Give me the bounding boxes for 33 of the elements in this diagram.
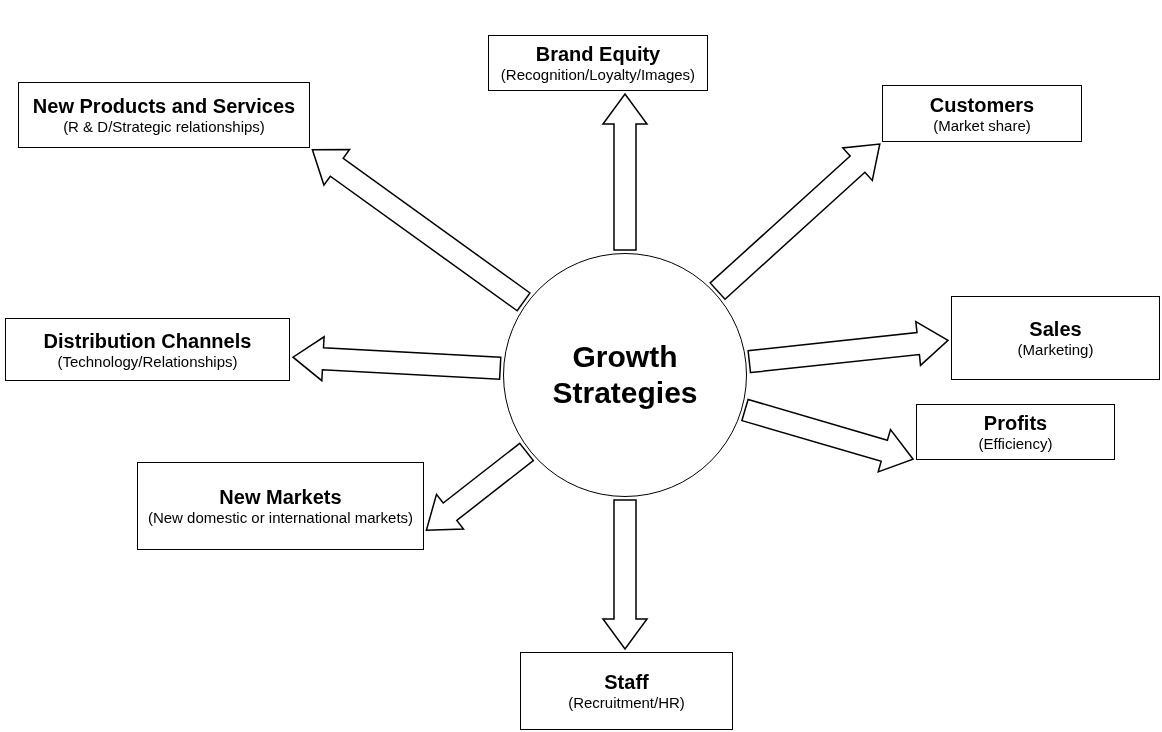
box-heading: Customers bbox=[929, 92, 1035, 117]
box-heading: Brand Equity bbox=[535, 42, 661, 66]
box-subtitle: (Recruitment/HR) bbox=[568, 694, 685, 712]
topic-box bbox=[882, 85, 1082, 142]
box-subtitle: (Marketing) bbox=[1017, 341, 1094, 359]
topic-box bbox=[18, 82, 310, 148]
center-title: Growth Strategies bbox=[551, 339, 699, 411]
topic-box bbox=[916, 404, 1115, 460]
box-heading: Distribution Channels bbox=[43, 328, 252, 353]
box-heading: New Products and Services bbox=[32, 94, 296, 118]
box-heading: New Markets bbox=[219, 485, 342, 509]
box-subtitle: (Efficiency) bbox=[978, 435, 1053, 453]
box-subtitle: (Technology/Relationships) bbox=[57, 352, 238, 371]
box-subtitle: (R & D/Strategic relationships) bbox=[63, 118, 265, 136]
topic-box bbox=[137, 462, 424, 550]
topic-box bbox=[951, 296, 1160, 380]
block-arrow bbox=[601, 499, 649, 651]
box-heading: Profits bbox=[983, 411, 1048, 435]
topic-box bbox=[5, 318, 290, 381]
box-subtitle: (Recognition/Loyalty/Images) bbox=[500, 66, 696, 84]
topic-box bbox=[488, 35, 708, 91]
block-arrow bbox=[747, 320, 950, 374]
topic-box bbox=[520, 652, 733, 730]
block-arrow bbox=[291, 335, 502, 383]
block-arrow bbox=[709, 143, 881, 301]
box-heading: Sales bbox=[1029, 317, 1082, 341]
block-arrow bbox=[311, 148, 532, 312]
block-arrow bbox=[601, 92, 649, 251]
box-heading: Staff bbox=[604, 670, 649, 694]
block-arrow bbox=[425, 442, 535, 531]
block-arrow bbox=[740, 398, 915, 474]
box-subtitle: (Market share) bbox=[933, 116, 1031, 135]
box-subtitle: (New domestic or international markets) bbox=[147, 509, 414, 527]
